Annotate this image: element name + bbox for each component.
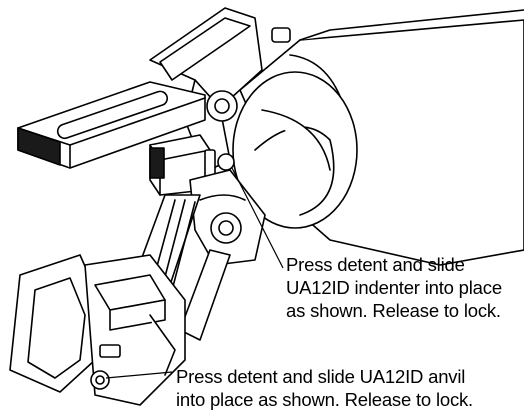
anvil-leader-line bbox=[105, 371, 173, 379]
indenter-callout-line-1: Press detent and slide bbox=[286, 254, 465, 275]
indenter-callout-line-2: UA12ID indenter into place bbox=[286, 277, 502, 298]
anvil-callout-line-2: into place as shown. Release to lock. bbox=[176, 389, 473, 410]
indenter-leader-line bbox=[231, 167, 284, 269]
handle-arm bbox=[17, 81, 206, 169]
indenter-callout-line-3: as shown. Release to lock. bbox=[286, 300, 501, 321]
indenter-callout: Press detent and slide UA12ID indenter i… bbox=[286, 253, 502, 322]
die-holder bbox=[9, 254, 186, 406]
anvil-callout-line-1: Press detent and slide UA12ID anvil bbox=[176, 366, 466, 387]
tool-body bbox=[232, 9, 524, 266]
anvil-callout: Press detent and slide UA12ID anvil into… bbox=[176, 365, 473, 411]
lower-jaw bbox=[189, 169, 266, 266]
upper-jaw bbox=[149, 7, 263, 173]
